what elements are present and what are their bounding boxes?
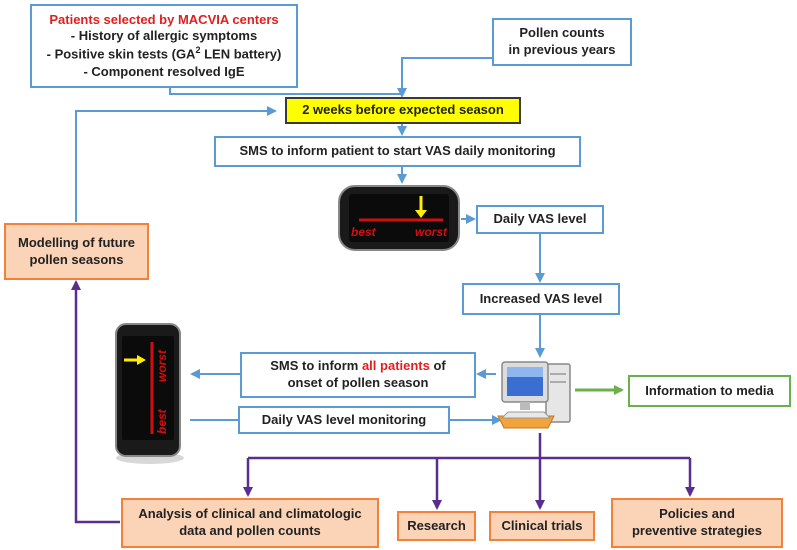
sms-all-line2: onset of pollen season (287, 375, 429, 390)
increased-vas-label: Increased VAS level (479, 290, 603, 306)
vas-phone-landscape: best worst (338, 185, 460, 251)
policies-line1: Policies and (659, 506, 735, 522)
daily-monitoring-label: Daily VAS level monitoring (261, 411, 427, 427)
computer-icon (497, 361, 571, 429)
daily-vas-box: Daily VAS level (476, 205, 604, 234)
information-to-media-box: Information to media (628, 375, 791, 407)
research-label: Research (407, 517, 466, 533)
analysis-line2: data and pollen counts (179, 523, 321, 538)
clinical-trials-box: Clinical trials (489, 511, 595, 541)
pollen-counts-line2: in previous years (508, 42, 616, 57)
vas-phone-portrait: worst best (115, 323, 184, 464)
two-weeks-label: 2 weeks before expected season (302, 102, 504, 118)
patients-criterion-history: - History of allergic symptoms (70, 28, 258, 44)
clinical-trials-label: Clinical trials (501, 517, 583, 533)
analysis-box: Analysis of clinical and climatologic da… (121, 498, 379, 548)
vas-worst-label: worst (155, 349, 169, 382)
research-box: Research (397, 511, 476, 541)
daily-monitoring-box: Daily VAS level monitoring (238, 406, 450, 434)
policies-line2: preventive strategies (631, 523, 763, 538)
analysis-line1: Analysis of clinical and climatologic (138, 506, 362, 522)
vas-worst-label: worst (415, 225, 448, 239)
increased-vas-box: Increased VAS level (462, 283, 620, 315)
information-to-media-label: Information to media (645, 382, 774, 398)
pollen-counts-line1: Pollen counts (519, 25, 605, 41)
phone-screen (349, 194, 449, 242)
daily-vas-label: Daily VAS level (493, 211, 587, 227)
sms-all-line1: SMS to inform all patients of (270, 358, 446, 374)
patients-title: Patients selected by MACVIA centers (49, 11, 279, 27)
patients-selection-box: Patients selected by MACVIA centers - Hi… (30, 4, 298, 88)
two-weeks-box: 2 weeks before expected season (285, 97, 521, 124)
modelling-line1: Modelling of future (18, 234, 135, 250)
pollen-counts-box: Pollen counts in previous years (492, 18, 632, 66)
all-patients-highlight: all patients (361, 358, 430, 374)
patients-criterion-ige: - Component resolved IgE (83, 63, 245, 79)
patients-criterion-skin-tests: - Positive skin tests (GA2 LEN battery) (46, 45, 282, 62)
sms-start-box: SMS to inform patient to start VAS daily… (214, 136, 581, 167)
phone-screen (122, 336, 174, 440)
modelling-line2: pollen seasons (29, 251, 124, 267)
policies-box: Policies and preventive strategies (611, 498, 783, 548)
sms-all-patients-box: SMS to inform all patients of onset of p… (240, 352, 476, 398)
sms-start-label: SMS to inform patient to start VAS daily… (239, 143, 556, 159)
vas-best-label: best (155, 408, 169, 434)
vas-best-label: best (351, 225, 377, 239)
modelling-box: Modelling of future pollen seasons (4, 223, 149, 280)
